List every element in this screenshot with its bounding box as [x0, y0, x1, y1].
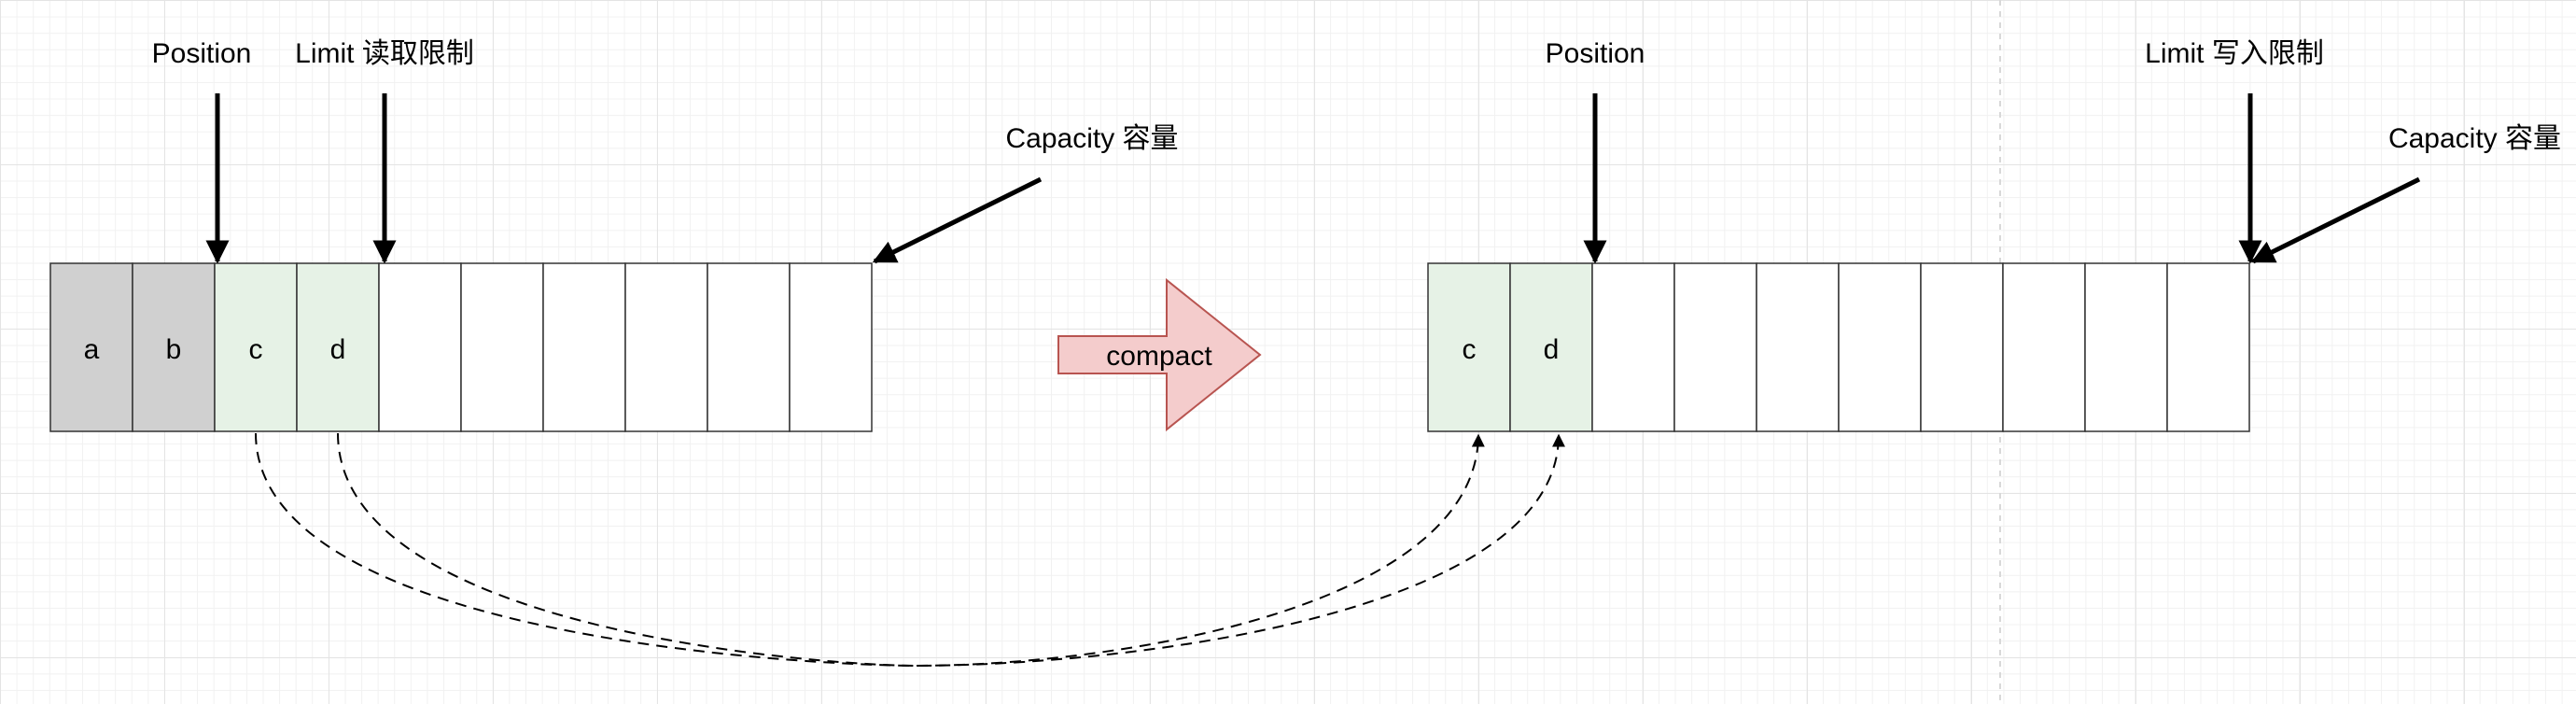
buffer-cell: d [296, 262, 380, 432]
buffer-cell [542, 262, 626, 432]
limit-label-after: Limit 写入限制 [2145, 38, 2324, 69]
capacity-label-after: Capacity 容量 [2388, 123, 2561, 154]
buffer-cell [2002, 262, 2086, 432]
buffer-cell [460, 262, 544, 432]
move-connector-c [255, 432, 1485, 668]
buffer-cell [624, 262, 708, 432]
buffer-cell [378, 262, 462, 432]
buffer-cell [1756, 262, 1840, 432]
cell-label: d [1544, 334, 1560, 365]
move-connector-d [337, 432, 1565, 668]
cell-label: d [330, 334, 346, 365]
buffer-cell: b [132, 262, 216, 432]
buffer-cell [2084, 262, 2168, 432]
buffer-cell [1838, 262, 1922, 432]
position-label-before: Position [152, 38, 252, 69]
buffer-cell [707, 262, 791, 432]
buffer-cell: d [1509, 262, 1593, 432]
buffer-before: a b c d [49, 262, 873, 432]
compact-arrow: compact [1057, 277, 1262, 432]
limit-label-before: Limit 读取限制 [295, 38, 474, 69]
buffer-after: c d [1427, 262, 2250, 432]
cell-label: c [1463, 334, 1477, 365]
buffer-cell: a [49, 262, 133, 432]
buffer-cell: c [1427, 262, 1511, 432]
buffer-cell [789, 262, 873, 432]
buffer-cell [1920, 262, 2004, 432]
position-label-after: Position [1546, 38, 1645, 69]
cell-label: a [84, 334, 100, 365]
capacity-pointer-before [872, 176, 1043, 264]
buffer-cell [2166, 262, 2250, 432]
buffer-cell [1673, 262, 1757, 432]
compact-label: compact [1106, 341, 1212, 372]
capacity-pointer-after [2250, 176, 2421, 264]
cell-label: c [249, 334, 263, 365]
capacity-label-before: Capacity 容量 [1005, 123, 1178, 154]
cell-label: b [166, 334, 182, 365]
buffer-cell: c [214, 262, 298, 432]
buffer-cell [1591, 262, 1675, 432]
